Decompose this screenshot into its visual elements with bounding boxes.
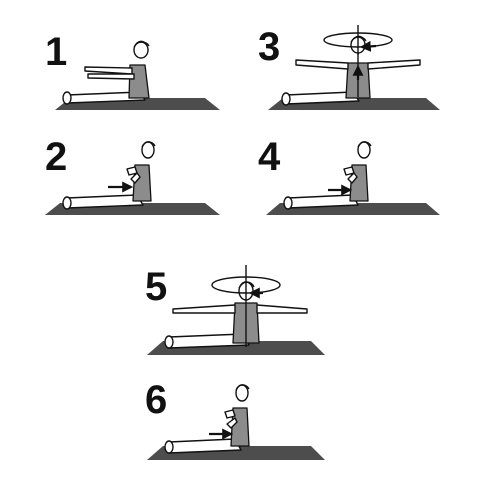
panel-step-6: 6 xyxy=(145,378,325,460)
step-number: 5 xyxy=(145,265,167,309)
seated-figure xyxy=(62,141,156,210)
seated-figure xyxy=(281,35,421,106)
rotation-arrow-icon xyxy=(323,25,393,80)
seated-figure xyxy=(164,384,250,454)
step-number: 6 xyxy=(145,378,167,422)
panel-step-5: 5 xyxy=(145,265,325,355)
step-number: 1 xyxy=(45,30,67,74)
panel-step-1: 1 xyxy=(45,30,220,110)
step-number: 4 xyxy=(258,135,281,179)
panel-step-4: 4 xyxy=(258,135,440,215)
panel-step-3: 3 xyxy=(258,25,440,110)
seated-figure xyxy=(283,141,372,210)
step-number: 2 xyxy=(45,135,67,179)
seated-figure xyxy=(62,40,150,105)
panel-step-2: 2 xyxy=(45,135,220,215)
seated-figure xyxy=(164,281,308,349)
rotation-arrow-icon xyxy=(211,265,281,347)
step-number: 3 xyxy=(258,25,280,69)
